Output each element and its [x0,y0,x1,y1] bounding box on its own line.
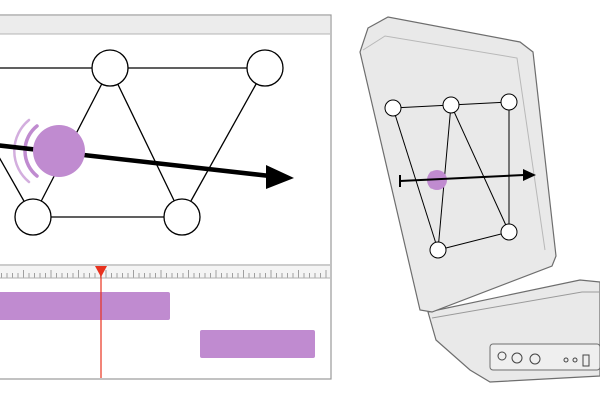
graph-node[interactable] [91,49,129,87]
port-circle-icon [529,353,541,365]
graph-edge [181,67,266,218]
mini-graph-edge [450,104,510,233]
mini-graph-edge [450,101,510,106]
mini-graph-node [500,223,518,241]
mini-graph [384,93,536,259]
device-screen-bezel [362,35,546,251]
graph-canvas[interactable] [0,49,294,236]
port-circle-icon [497,351,507,361]
moving-marker[interactable] [33,125,85,177]
graph-node[interactable] [246,49,284,87]
mini-graph-edge [392,107,439,251]
device-screen [359,16,557,313]
timeline-ruler-bg [0,266,330,278]
timeline-clip[interactable] [0,292,170,320]
graph-edge [109,67,183,218]
editor-toolbar [0,16,330,34]
graph-node[interactable] [163,198,201,236]
port-square-icon [582,354,590,367]
timeline [0,264,330,378]
playhead-handle-icon[interactable] [95,266,107,277]
mini-graph-node [384,99,402,117]
mini-graph-node [429,241,447,259]
timeline-clip[interactable] [200,330,315,358]
mini-graph-edge [392,104,452,109]
mini-graph-node [500,93,518,111]
mini-graph-edge [437,231,510,251]
port-circle-icon [511,352,523,364]
mini-motion-arrow-shaft [399,174,525,182]
device-illustration [359,16,600,383]
mini-graph-node [442,96,460,114]
graph-node[interactable] [14,198,52,236]
graph-edges [0,67,266,218]
port-dot-icon [572,357,578,363]
port-dot-icon [563,357,569,363]
port-panel [489,343,600,371]
mini-motion-arrow-head [523,169,536,181]
motion-arrow-head [266,165,294,189]
device-base-edge [431,291,600,319]
marker-glow [13,118,39,184]
editor-window [0,14,332,380]
